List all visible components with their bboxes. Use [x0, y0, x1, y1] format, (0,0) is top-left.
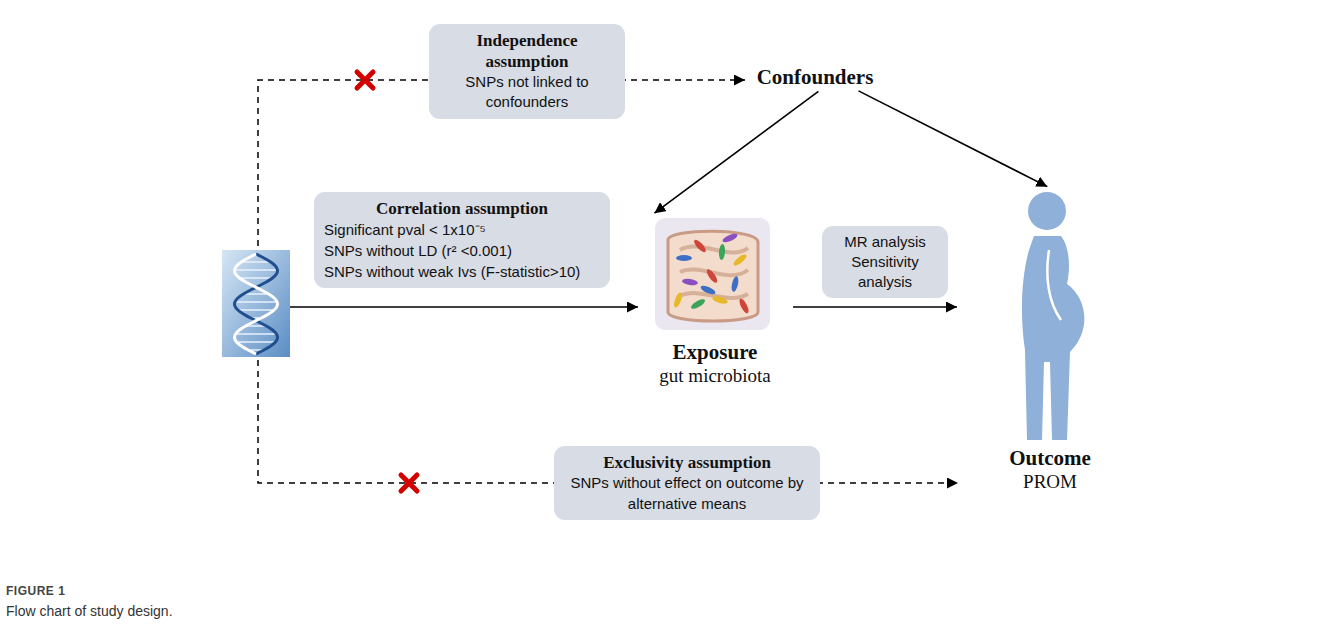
causal-arrow — [859, 91, 1048, 187]
node-text: PROM — [960, 471, 1140, 493]
pregnant-figure — [1022, 192, 1084, 440]
node-heading: Confounders — [757, 65, 874, 90]
analysis-box: MR analysisSensitivity analysis — [822, 226, 948, 299]
outcome-node: OutcomePROM — [960, 188, 1140, 493]
instrument-arrow — [290, 306, 638, 308]
node-heading: Exposure — [640, 340, 790, 365]
microbe — [721, 232, 738, 244]
node-text: Sensitivity analysis — [832, 252, 938, 293]
helix-rung — [234, 269, 278, 271]
microbe — [732, 253, 748, 268]
node-text: Significant pval < 1x10⁻⁵ — [324, 219, 600, 240]
node-heading: Outcome — [960, 446, 1140, 471]
microbe — [738, 298, 751, 315]
node-text: SNPs not linked to confounders — [439, 72, 615, 113]
confounder-label: Confounders — [757, 65, 874, 90]
node-heading: Independence assumption — [439, 30, 615, 73]
exposure-node: Exposuregut microbiota — [640, 215, 790, 387]
figure-caption: Flow chart of study design. — [6, 603, 173, 619]
microbe — [676, 255, 692, 261]
assumption-box: Exclusivity assumptionSNPs without effec… — [554, 446, 820, 520]
microbe — [705, 268, 719, 285]
microbe — [690, 297, 707, 310]
helix-rung — [241, 261, 271, 263]
microbe — [699, 284, 716, 296]
node-heading: MR analysis — [832, 232, 938, 252]
node-heading: Exclusivity assumption — [564, 452, 810, 473]
dna-picture — [222, 250, 290, 357]
dashed-path — [258, 360, 958, 483]
helix-strand — [235, 254, 278, 354]
microbe — [672, 291, 683, 308]
helix-rung — [235, 333, 277, 335]
helix-rung — [239, 277, 273, 279]
microbe — [692, 238, 707, 254]
gut-picture — [655, 218, 770, 330]
microbe — [711, 295, 728, 305]
node-text: gut microbiota — [640, 365, 790, 387]
node-text: SNPs without LD (r² <0.001) — [324, 240, 600, 261]
assumption-box: Independence assumptionSNPs not linked t… — [429, 24, 625, 119]
node-text: SNPs without weak Ivs (F-statistic>10) — [324, 261, 600, 282]
red-cross — [357, 72, 373, 88]
causal-arrow — [654, 91, 818, 213]
microbe — [730, 276, 739, 293]
figure-number: FIGURE 1 — [6, 584, 65, 598]
assumption-box: Correlation assumptionSignificant pval <… — [314, 192, 610, 288]
causal-arrow — [793, 306, 957, 308]
helix-rung — [234, 301, 277, 303]
helix-rung — [236, 341, 276, 343]
node-heading: Correlation assumption — [324, 198, 600, 219]
node-text: SNPs without effect on outcome by altern… — [564, 473, 810, 514]
microbe — [718, 244, 725, 260]
helix-strand — [235, 254, 278, 354]
red-cross — [401, 475, 417, 491]
microbe — [682, 278, 699, 286]
helix-rung — [237, 309, 274, 311]
